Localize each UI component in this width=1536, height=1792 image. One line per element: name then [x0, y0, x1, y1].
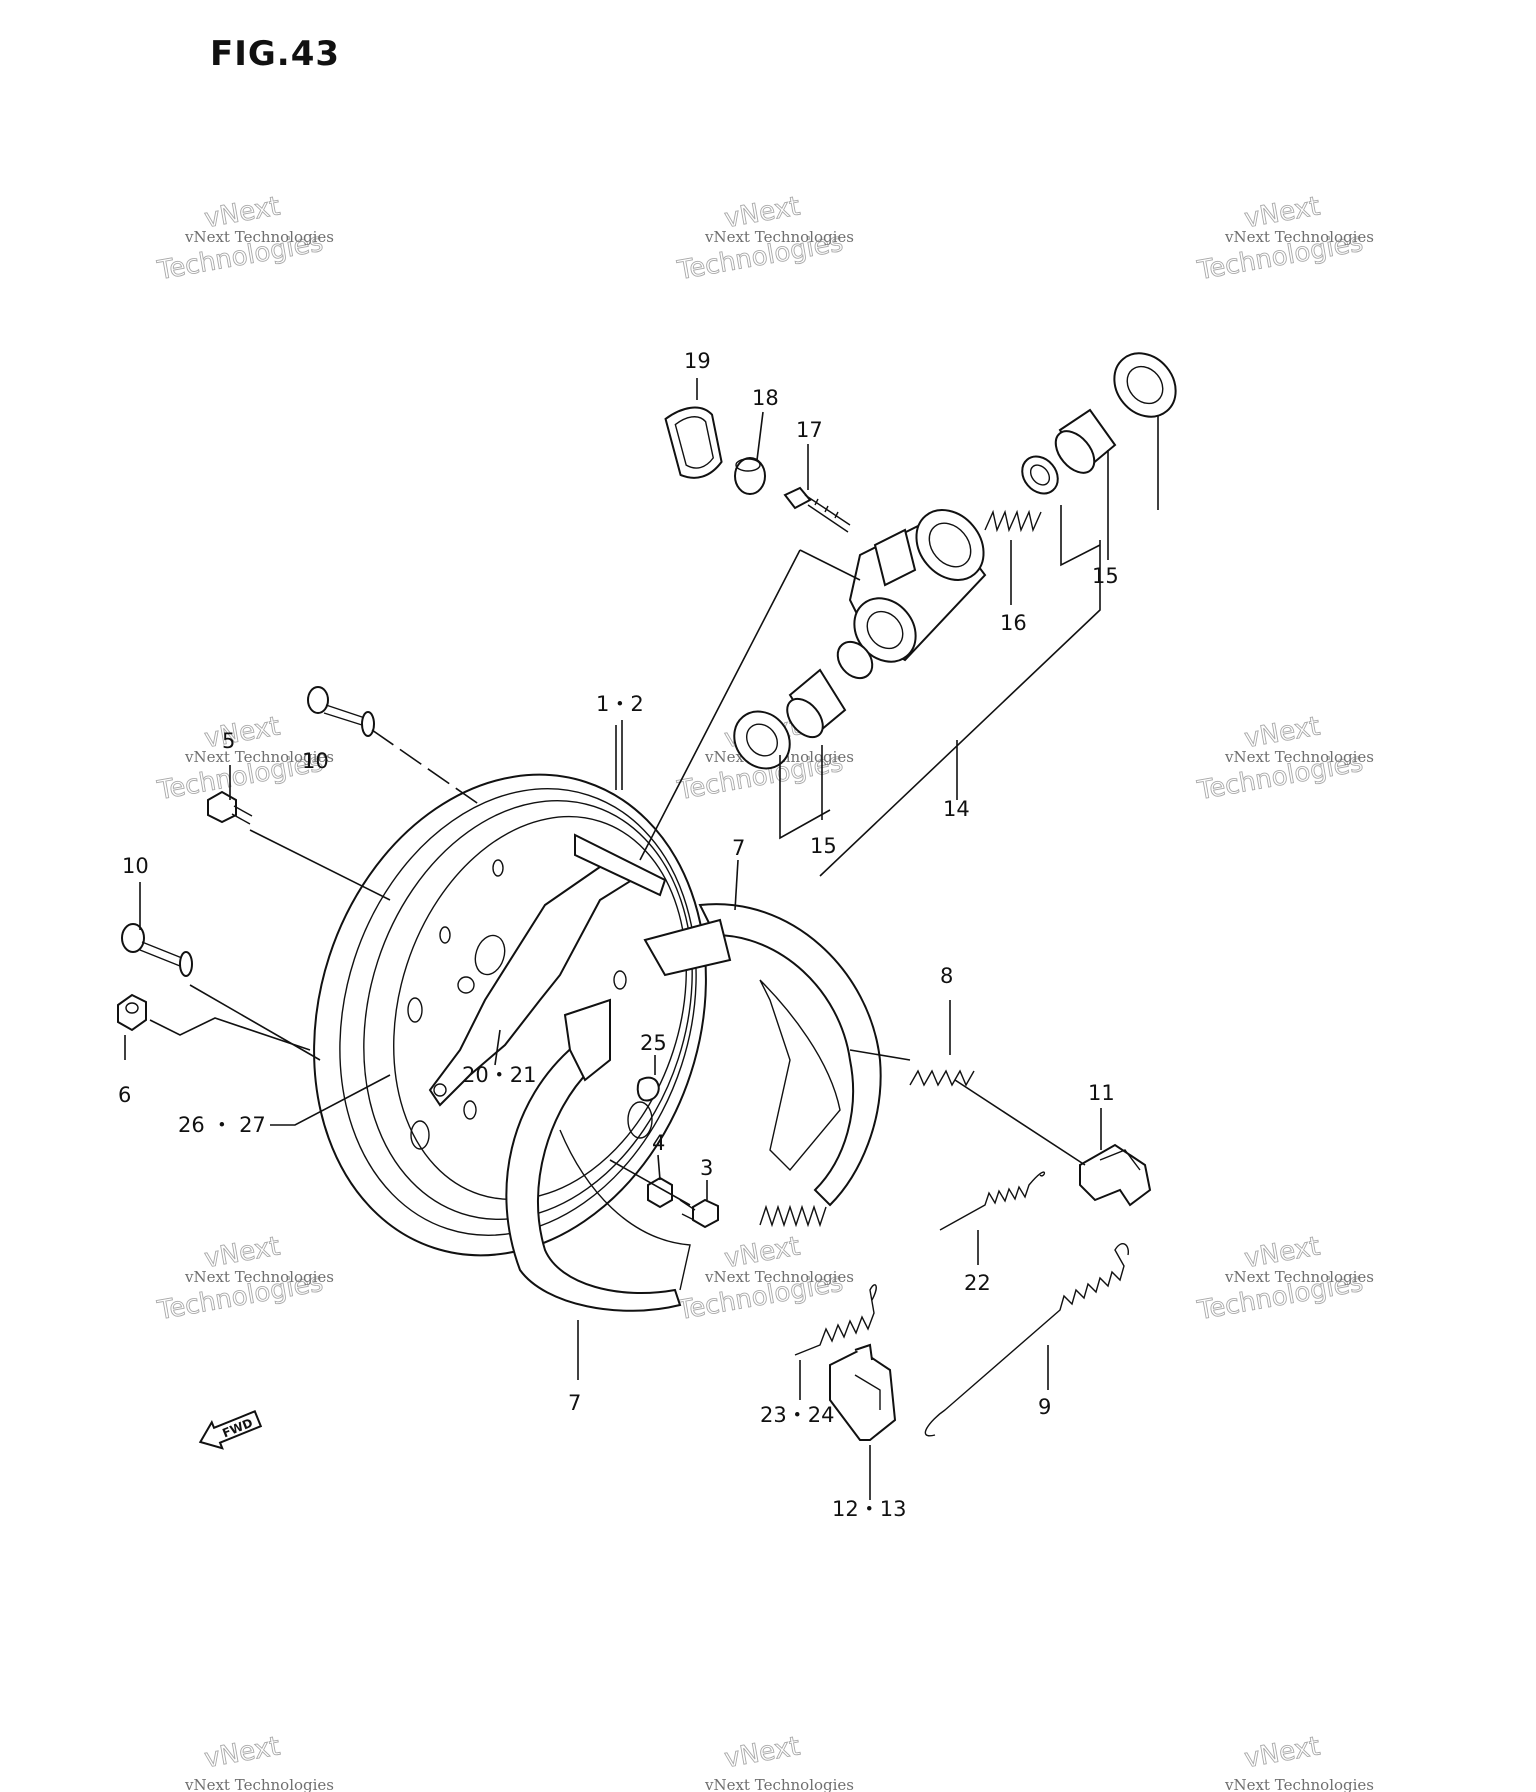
bolt-10-lower	[121, 923, 193, 977]
callout-20-21: 20・21	[462, 1063, 536, 1087]
watermark-small: vNext Technologies	[704, 1268, 854, 1286]
bolt-5	[207, 790, 253, 825]
watermark-big-1: vNext	[1242, 1731, 1322, 1774]
clip-11	[1079, 1143, 1152, 1207]
watermark: vNext	[1242, 1731, 1323, 1775]
callout-5: 5	[222, 729, 235, 753]
cylinder-gasket	[664, 406, 723, 479]
watermark: vNext	[722, 1731, 803, 1775]
bolt-3	[679, 1198, 719, 1229]
parking-brake-lever	[428, 833, 667, 1107]
watermark-big-1: vNext	[202, 1731, 282, 1774]
callout-9: 9	[1038, 1395, 1051, 1419]
callout-22: 22	[964, 1271, 991, 1295]
callout-15-lower: 15	[810, 834, 837, 858]
figure-title: FIG.43	[210, 34, 341, 74]
nut-6	[117, 993, 147, 1032]
watermark-small: vNext Technologies	[184, 228, 334, 246]
callout-6: 6	[118, 1083, 131, 1107]
return-spring-lower	[759, 1204, 827, 1228]
callout-4: 4	[652, 1131, 665, 1155]
callout-16: 16	[1000, 611, 1027, 635]
bleeder-screw	[783, 486, 851, 533]
callout-14: 14	[943, 797, 970, 821]
callout-19: 19	[684, 349, 711, 373]
watermark-small: vNext Technologies	[1224, 1268, 1374, 1286]
hold-down-spring-23	[794, 1284, 877, 1356]
watermark-small: vNext Technologies	[1224, 228, 1374, 246]
watermark-big-1: vNext	[722, 1731, 802, 1774]
callout-labels: 19 18 17 16 15 15 14 1・2 5 10 10 6 7 7 8…	[118, 349, 1119, 1521]
return-spring-9	[924, 1242, 1130, 1437]
bleeder-cap	[734, 457, 766, 495]
cylinder-spring	[984, 509, 1042, 533]
clip-25	[636, 1076, 660, 1102]
callout-15-upper: 15	[1092, 564, 1119, 588]
watermark-small: vNext Technologies	[1224, 1776, 1374, 1792]
fwd-direction-arrow: FWD	[198, 1410, 263, 1450]
wheel-cylinder	[848, 509, 987, 663]
watermark-small: vNext Technologies	[1224, 748, 1374, 766]
callout-3: 3	[700, 1156, 713, 1180]
callout-23-24: 23・24	[760, 1403, 834, 1427]
leader-lines	[124, 378, 1159, 1500]
watermark: vNext	[202, 1731, 283, 1775]
watermark-small: vNext Technologies	[184, 748, 334, 766]
bolt-10-upper	[307, 686, 375, 737]
callout-12-13: 12・13	[832, 1497, 906, 1521]
callout-10-upper: 10	[302, 749, 329, 773]
brake-shoe-upper	[643, 903, 882, 1207]
callout-7-lower: 7	[568, 1391, 581, 1415]
callout-17: 17	[796, 418, 823, 442]
callout-1-2: 1・2	[596, 692, 644, 716]
watermark-small: vNext Technologies	[184, 1268, 334, 1286]
callout-25: 25	[640, 1031, 667, 1055]
callout-18: 18	[752, 386, 779, 410]
adjuster-spring-22	[939, 1171, 1045, 1231]
watermark-small: vNext Technologies	[184, 1776, 334, 1792]
callout-10-lower: 10	[122, 854, 149, 878]
watermark-small: vNext Technologies	[704, 1776, 854, 1792]
piston-set-lower	[733, 640, 874, 770]
callout-26-27: 26 ・ 27	[178, 1113, 266, 1137]
callout-8: 8	[940, 964, 953, 988]
watermark-small: vNext Technologies	[704, 228, 854, 246]
callout-7-upper: 7	[732, 836, 745, 860]
clip-12-13	[829, 1343, 897, 1441]
return-spring-8	[909, 1069, 975, 1087]
piston-set-upper	[1021, 352, 1177, 495]
callout-11: 11	[1088, 1081, 1115, 1105]
brake-shoe-lower	[505, 998, 691, 1312]
